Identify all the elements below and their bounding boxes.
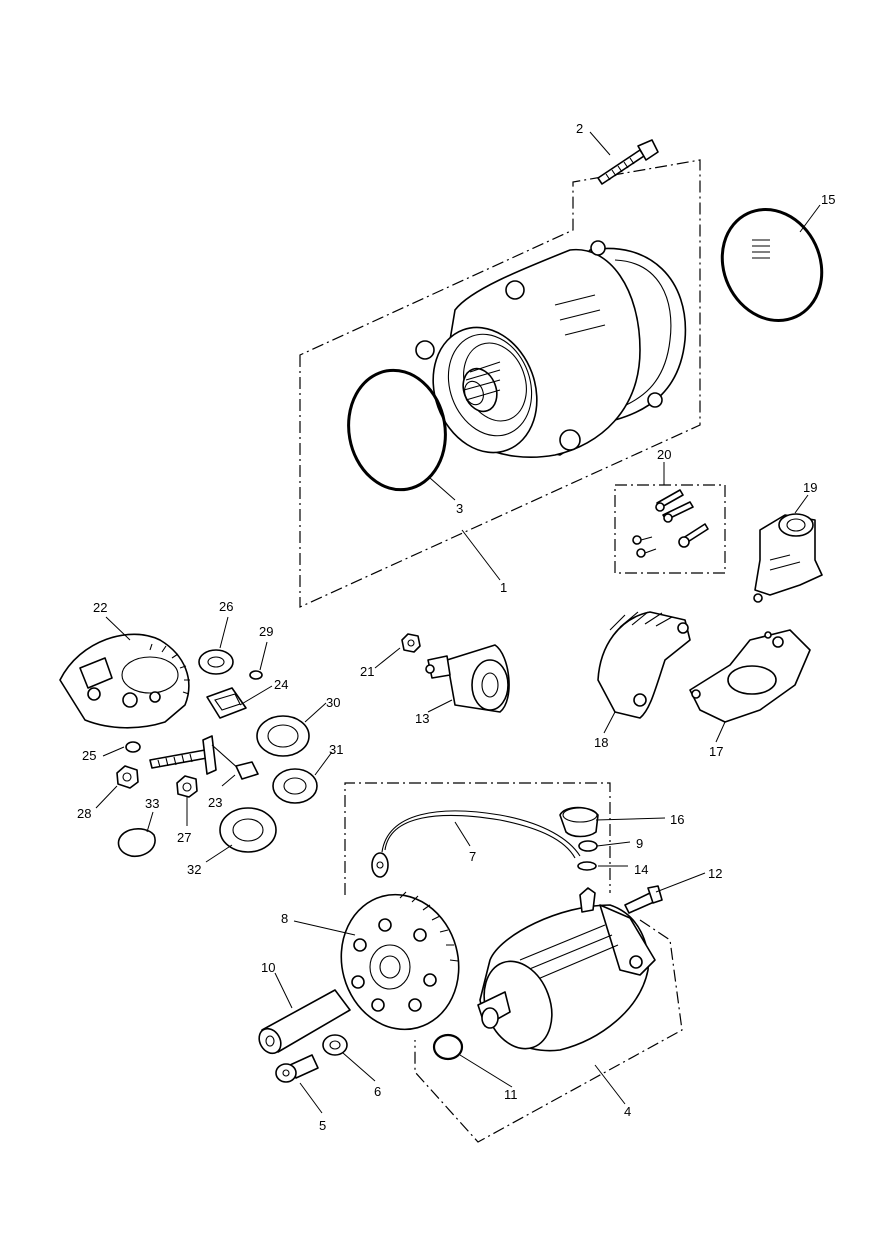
callout-3: 3 <box>456 501 463 516</box>
callout-5: 5 <box>319 1118 326 1133</box>
callout-10: 10 <box>261 960 275 975</box>
nut-9-icon <box>578 840 598 852</box>
starter-motor-icon <box>477 887 656 1052</box>
washer-14-icon <box>577 861 597 871</box>
callout-21: 21 <box>360 664 374 679</box>
callout-24: 24 <box>274 677 288 692</box>
terminal-boot-16-icon <box>559 806 599 838</box>
washer-25-icon <box>125 741 141 753</box>
callout-30: 30 <box>326 695 340 710</box>
screw-kit-20-icon <box>614 484 726 574</box>
callout-33: 33 <box>145 796 159 811</box>
o-ring-11-icon <box>432 1033 464 1061</box>
gasket-15-icon <box>720 208 824 322</box>
callout-18: 18 <box>594 735 608 750</box>
callout-17: 17 <box>709 744 723 759</box>
callout-27: 27 <box>177 830 191 845</box>
callout-12: 12 <box>708 866 722 881</box>
circlip-33-icon <box>117 828 156 857</box>
callout-14: 14 <box>634 862 648 877</box>
callout-2: 2 <box>576 121 583 136</box>
callout-26: 26 <box>219 599 233 614</box>
brush-plate-22-icon <box>59 633 190 729</box>
callout-1: 1 <box>500 580 507 595</box>
callout-31: 31 <box>329 742 343 757</box>
callout-20: 20 <box>657 447 671 462</box>
oil-seal-30-icon <box>256 715 310 757</box>
callout-23: 23 <box>208 795 222 810</box>
nut-21-icon <box>401 633 421 653</box>
bearing-31-icon <box>272 768 318 804</box>
callout-28: 28 <box>77 806 91 821</box>
callout-25: 25 <box>82 748 96 763</box>
callout-labels: 1 2 3 4 5 6 7 8 9 10 11 12 13 14 15 16 1… <box>77 121 835 1133</box>
regulator-17-icon <box>689 629 811 723</box>
starter-group-outline <box>344 782 683 1143</box>
brush-23-icon <box>149 735 259 780</box>
nut-27-icon <box>176 775 198 798</box>
bolt-5-icon <box>275 1054 319 1083</box>
callout-16: 16 <box>670 812 684 827</box>
bolt-12-icon <box>624 885 663 914</box>
brush-holder-19-icon <box>753 513 823 603</box>
callout-32: 32 <box>187 862 201 877</box>
bearing-32-icon <box>219 807 277 853</box>
alternator-assembly-icon <box>415 240 687 459</box>
washer-29-icon <box>249 670 263 680</box>
shaft-10-icon <box>258 989 351 1055</box>
callout-29: 29 <box>259 624 273 639</box>
callout-4: 4 <box>624 1104 631 1119</box>
callout-6: 6 <box>374 1084 381 1099</box>
gear-8-icon <box>340 891 460 1031</box>
rectifier-18-icon <box>597 611 691 719</box>
clip-24-icon <box>206 687 247 719</box>
alternator-group-outline <box>299 159 701 608</box>
callout-19: 19 <box>803 480 817 495</box>
washer-6-icon <box>322 1034 348 1056</box>
o-ring-3-icon <box>347 368 447 492</box>
callout-9: 9 <box>636 836 643 851</box>
callout-13: 13 <box>415 711 429 726</box>
leader-lines <box>95 131 821 1114</box>
bolt-2-icon <box>597 139 659 185</box>
solenoid-13-icon <box>425 644 510 713</box>
callout-7: 7 <box>469 849 476 864</box>
callout-22: 22 <box>93 600 107 615</box>
callout-15: 15 <box>821 192 835 207</box>
nut-28-icon <box>116 765 139 789</box>
cable-7-icon <box>371 810 581 878</box>
callout-8: 8 <box>281 911 288 926</box>
bushing-26-icon <box>198 649 234 675</box>
callout-11: 11 <box>504 1087 518 1102</box>
